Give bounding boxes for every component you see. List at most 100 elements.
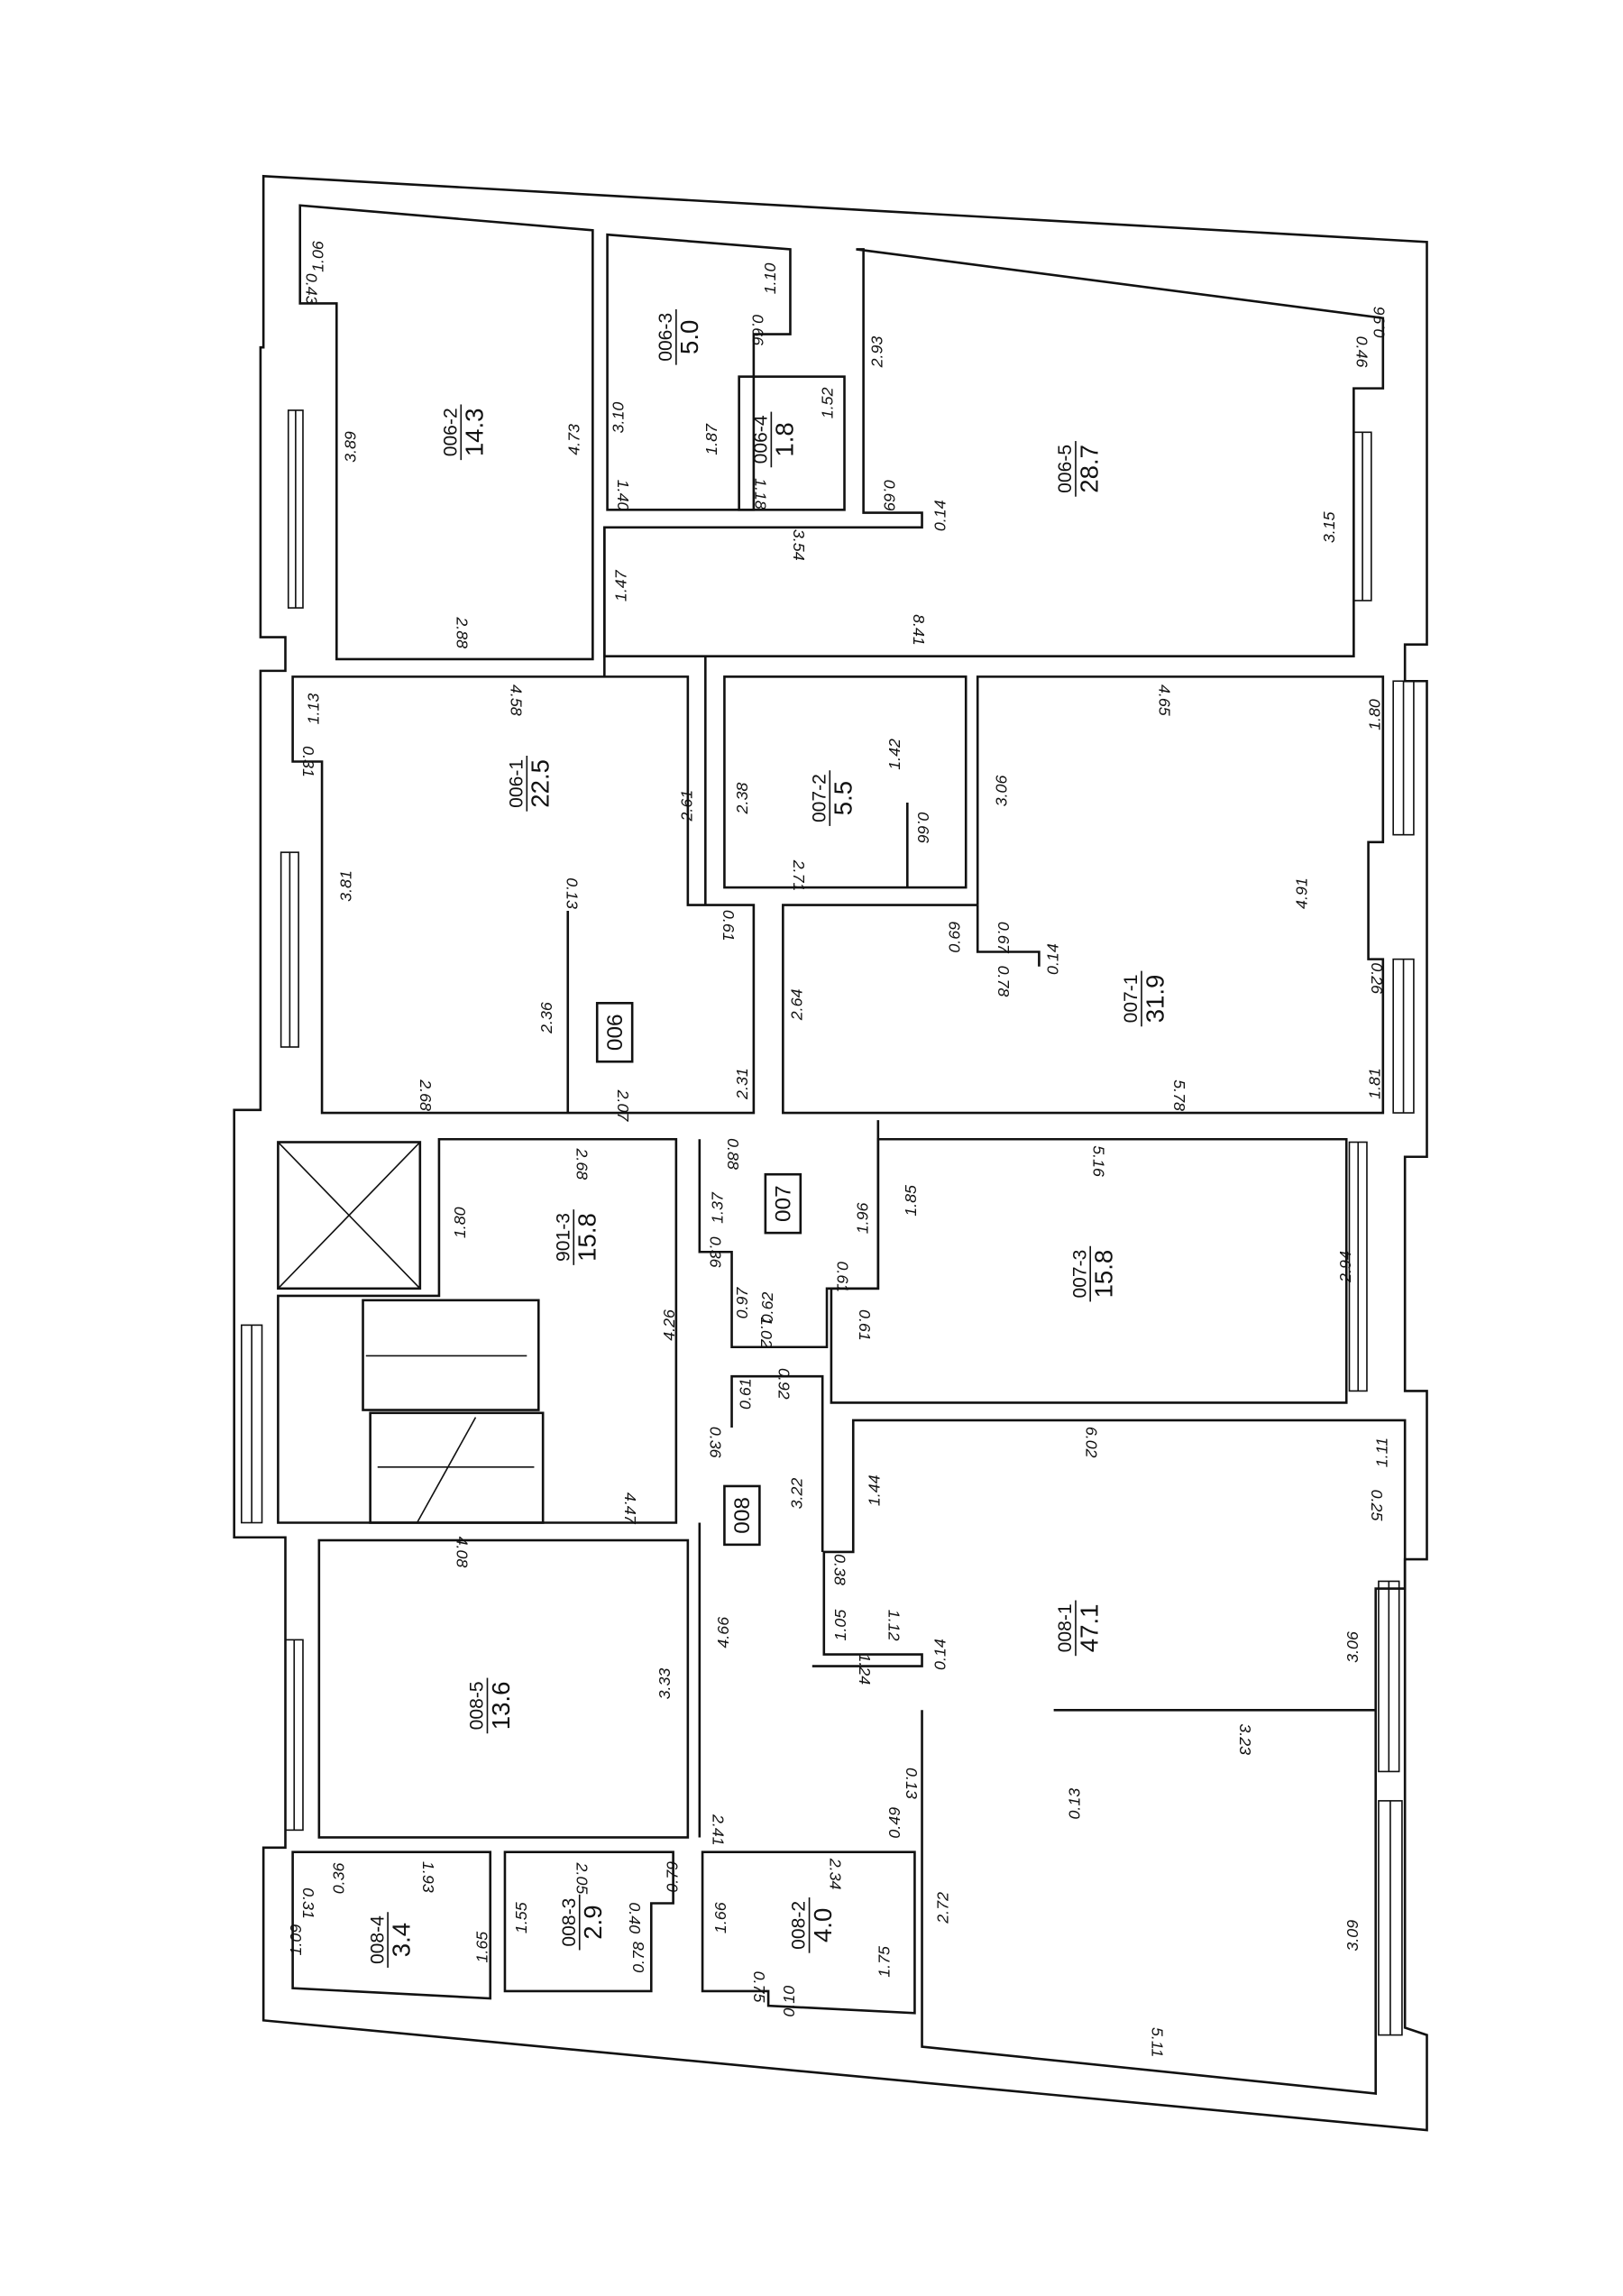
room-id: 006-1: [506, 759, 527, 808]
room-outline-006-4: [738, 375, 846, 511]
dimension-label: 0.14: [931, 1639, 949, 1670]
dimension-label: 0.14: [1043, 943, 1061, 975]
room-area: 13.6: [487, 1682, 515, 1731]
dimension-label: 2.36: [537, 1002, 555, 1034]
dimension-label: 0.69: [946, 922, 964, 953]
room-area: 47.1: [1075, 1604, 1103, 1653]
dimension-label: 3.33: [656, 1668, 674, 1700]
dimension-label: 0.66: [914, 812, 932, 843]
dimension-label: 3.89: [341, 431, 359, 463]
room-outline-007-1: [782, 675, 1385, 1115]
dimension-label: 0.61: [834, 1261, 852, 1292]
window: [1392, 680, 1415, 836]
room-outline-006-3: [606, 233, 792, 511]
dimension-label: 0.78: [629, 1942, 647, 1973]
dimension-label: 4.66: [714, 1617, 732, 1649]
dimension-label: 4.65: [1156, 684, 1174, 716]
dimension-label: 1.75: [876, 1946, 894, 1978]
dimension-label: 5.16: [1090, 1145, 1108, 1177]
room-outline-008-2: [701, 1851, 916, 2015]
unit-number: 007: [771, 1185, 795, 1222]
dimension-label: 1.18: [752, 478, 770, 510]
window: [240, 1324, 263, 1524]
dimension-label: 2.93: [868, 336, 886, 369]
dimension-label: 0.75: [750, 1971, 768, 2003]
dimension-label: 1.81: [1365, 1068, 1383, 1099]
dimension-label: 1.55: [512, 1902, 530, 1933]
dimension-label: 1.85: [902, 1185, 920, 1217]
room-outline-006-5: [603, 248, 1385, 657]
dimension-label: 2.88: [454, 616, 472, 648]
dimension-label: 1.80: [451, 1207, 469, 1238]
dimension-label: 5.78: [1170, 1079, 1188, 1111]
dimension-label: 1.12: [885, 1610, 903, 1641]
room-area: 5.5: [830, 781, 857, 815]
unit-box: [764, 1172, 802, 1235]
room-area: 31.9: [1141, 975, 1169, 1024]
window: [280, 851, 299, 1048]
room-id: 006-5: [1055, 445, 1076, 493]
dimension-label: 3.06: [993, 776, 1011, 807]
window: [1378, 1800, 1403, 2036]
windows: [240, 409, 1415, 2036]
room-area: 4.0: [809, 1908, 837, 1942]
dimension-label: 0.97: [733, 1287, 751, 1319]
dimension-label: 8.41: [910, 614, 928, 646]
dimension-label: 1.87: [702, 423, 720, 455]
dimension-label: 1.65: [472, 1932, 491, 1963]
window: [284, 1639, 304, 1832]
dimension-label: 1.44: [865, 1474, 883, 1506]
dimension-label: 0.46: [1353, 336, 1371, 368]
dimension-label: 4.91: [1292, 877, 1310, 909]
room-area: 28.7: [1075, 445, 1103, 493]
dimension-label: 1.24: [856, 1653, 874, 1685]
elevator-shaft: [277, 1141, 422, 1290]
dimension-label: 0.14: [931, 500, 949, 531]
room-id: 007-3: [1069, 1250, 1090, 1299]
dimension-label: 2.38: [733, 783, 751, 815]
dimension-label: 1.66: [711, 1902, 729, 1933]
dimension-label: 0.88: [724, 1138, 742, 1170]
dimension-label: 2.64: [787, 988, 805, 1021]
dimension-label: 1.02: [757, 1317, 775, 1348]
staircase: [362, 1299, 545, 1524]
dimension-label: 1.52: [818, 387, 836, 418]
dimension-label: 1.10: [761, 262, 779, 294]
dimension-label: 1.11: [1373, 1437, 1391, 1467]
dimension-label: 1.47: [612, 569, 630, 602]
dimension-label: 3.81: [336, 870, 354, 902]
dimension-label: 4.73: [565, 424, 583, 455]
dimension-label: 3.22: [787, 1478, 805, 1510]
dimension-label: 0.10: [780, 1986, 798, 2017]
dimension-label: 0.26: [1368, 962, 1386, 994]
dimension-label: 1.96: [853, 1202, 871, 1234]
dimension-label: 0.13: [1066, 1788, 1084, 1820]
room-area: 3.4: [387, 1923, 415, 1957]
unit-box: [595, 1002, 634, 1063]
window: [1348, 1141, 1368, 1392]
dimension-label: 2.34: [826, 1858, 844, 1890]
dimension-label: 0.38: [830, 1554, 848, 1585]
room-id: 008-1: [1055, 1603, 1076, 1652]
dimension-label: 2.71: [790, 859, 808, 892]
room-area: 15.8: [1090, 1250, 1118, 1299]
dimension-label: 0.69: [880, 480, 898, 511]
dimension-label: 1.93: [419, 1861, 437, 1893]
dimension-label: 2.05: [573, 1862, 591, 1895]
dimension-label: 0.31: [299, 1887, 317, 1919]
dimension-label: 3.06: [1343, 1631, 1362, 1663]
room-outline-008-3: [503, 1851, 674, 1993]
dimension-label: 0.25: [1368, 1490, 1386, 1521]
dimension-label: 0.79: [663, 1861, 681, 1893]
room-area: 5.0: [675, 320, 703, 354]
